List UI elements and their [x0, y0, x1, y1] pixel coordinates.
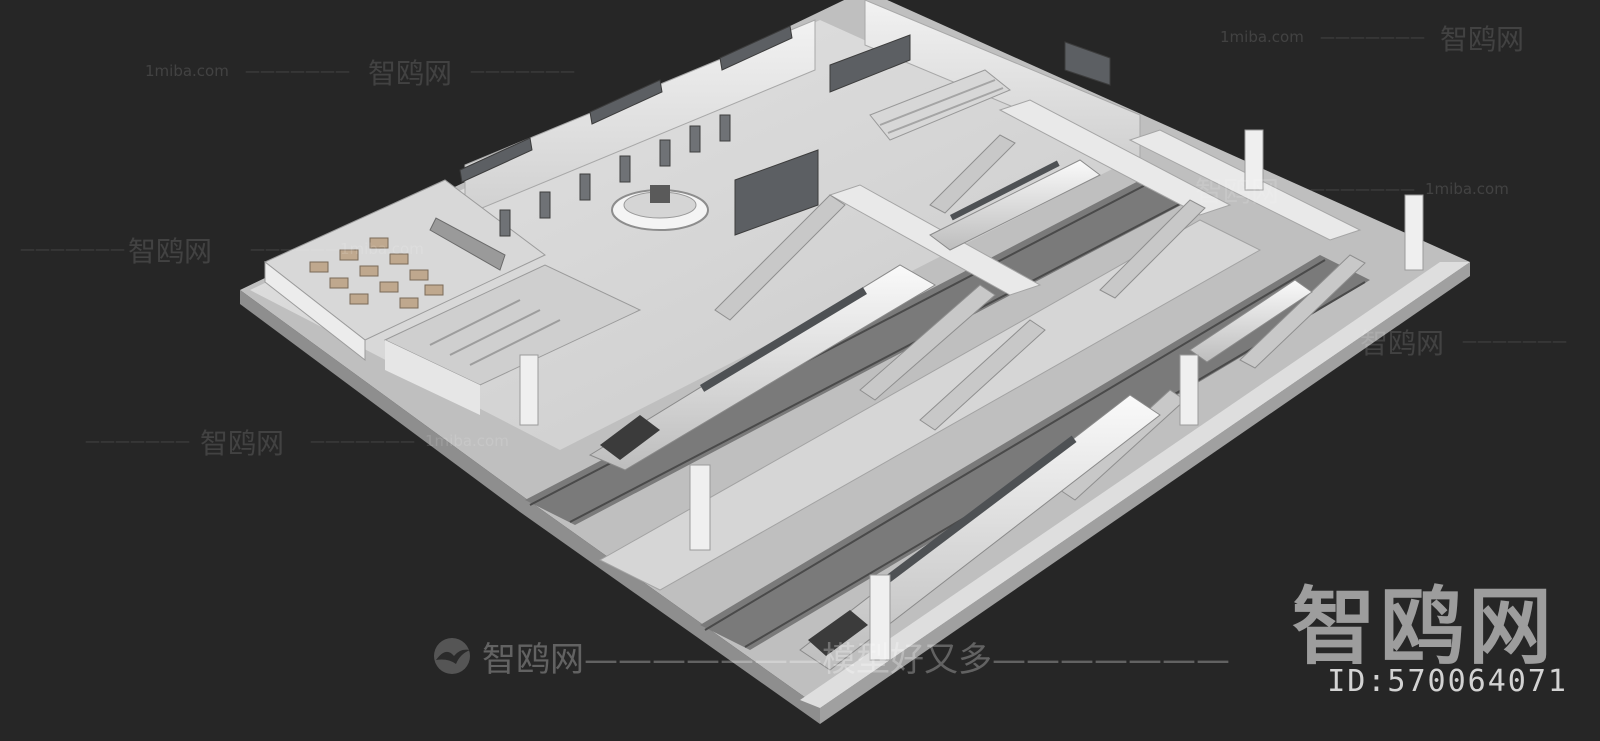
wall-screens — [459, 25, 1111, 236]
watermark-dashes: ——————— — [470, 62, 575, 80]
base-slab-edge — [240, 290, 820, 724]
platform-pillars — [519, 129, 1424, 661]
watermark-dashes: ——————— — [584, 640, 822, 680]
watermark-dashes: ——————— — [20, 240, 125, 258]
watermark-brand: 智鸥网 — [368, 57, 453, 90]
watermark-site: 1miba.com — [1220, 28, 1304, 46]
watermark-brand: 智鸥网 — [1195, 175, 1280, 208]
waiting-lounge — [264, 179, 546, 362]
watermark-slogan: 模型好又多 — [822, 640, 992, 680]
stair-room — [383, 264, 642, 415]
watermark-dashes: ——————— — [1462, 332, 1567, 350]
information-desk — [611, 185, 709, 231]
watermark-brand: 智鸥网 — [1360, 327, 1445, 360]
watermark-site: 1miba.com — [425, 432, 509, 450]
model-id-label: ID:570064071 — [1327, 664, 1568, 699]
watermark-dashes: ——————— — [250, 240, 355, 258]
train-upper — [588, 264, 936, 471]
watermark-site: 1miba.com — [340, 240, 424, 258]
watermark-brand-bottom: 智鸥网———————模型好又多——————— — [482, 632, 1230, 681]
watermark-site: 1miba.com — [1425, 180, 1509, 198]
base-slab-edge-right — [820, 262, 1470, 724]
watermark-brand: 智鸥网 — [128, 235, 213, 268]
seagull-logo-icon — [434, 638, 470, 674]
watermark-brand: 智鸥网 — [200, 427, 285, 460]
security-gates — [499, 114, 731, 237]
train-far-right — [1189, 279, 1313, 363]
watermark-site: 1miba.com — [145, 62, 229, 80]
watermark-brand: 智鸥网 — [1440, 23, 1525, 56]
watermark-dashes: ——————— — [1310, 180, 1415, 198]
watermark-dashes: ——————— — [245, 62, 350, 80]
watermark-dashes: ——————— — [992, 640, 1230, 680]
platform-front — [800, 262, 1470, 708]
platform-middle — [598, 219, 1262, 591]
watermark-brand: 智鸥网 — [482, 640, 584, 680]
watermark-brand-large: 智鸥网 — [1291, 578, 1556, 676]
watermark-dashes: ——————— — [85, 432, 190, 450]
train-top-right — [929, 159, 1101, 251]
watermark-dashes: ——————— — [310, 432, 415, 450]
watermark-dashes: ——————— — [1320, 28, 1425, 46]
